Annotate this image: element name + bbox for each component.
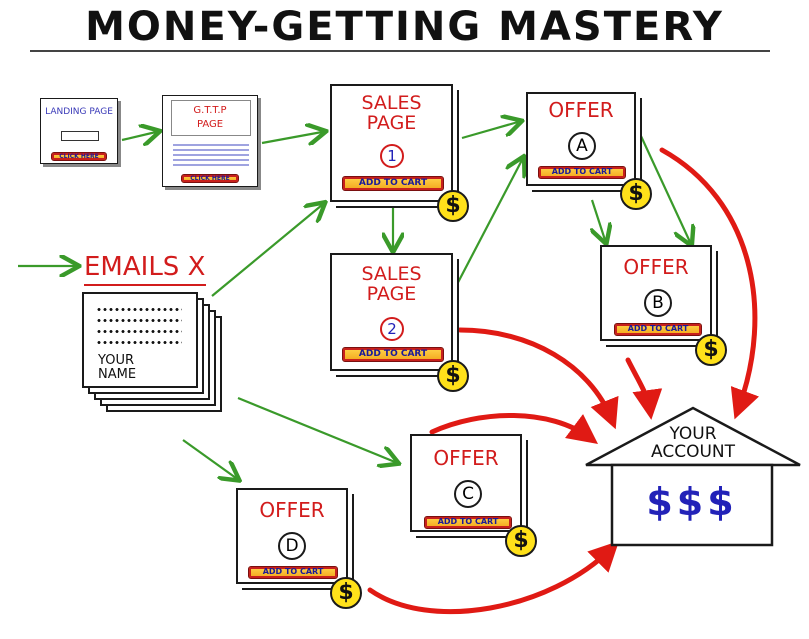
landing-click-here-button[interactable]: CLICK HERE — [51, 152, 107, 161]
offer-c-add-to-cart-button[interactable]: ADD TO CART — [424, 516, 512, 529]
gttp-title-line2: PAGE — [196, 119, 224, 130]
account-label: YOUR ACCOUNT — [620, 424, 766, 462]
offer-b-letter: B — [644, 289, 672, 317]
sales-page-2-card: SALES PAGE 2 ADD TO CART — [330, 253, 453, 371]
gttp-text-lines — [173, 144, 249, 168]
email-text-dots — [96, 304, 182, 348]
account-house — [585, 406, 801, 547]
account-label-line1: YOUR — [669, 424, 717, 444]
offer-a-letter: A — [568, 132, 596, 160]
gttp-title-line1: G.T.T.P — [193, 105, 227, 116]
sales-page-1-coin: $ — [437, 190, 469, 222]
offer-c-letter: C — [454, 480, 482, 508]
sales-page-1-title: SALES PAGE — [332, 92, 451, 134]
gttp-page-card: G.T.T.P PAGE CLICK HERE — [162, 95, 258, 187]
title-underline — [30, 50, 770, 52]
sales-page-1-add-to-cart-button[interactable]: ADD TO CART — [342, 176, 444, 191]
sales-page-2-title-line1: SALES — [361, 263, 422, 285]
emails-label: EMAILS X — [84, 252, 206, 282]
offer-a-coin: $ — [620, 178, 652, 210]
sales-page-2-coin: $ — [437, 360, 469, 392]
arrow-offerA-to-offerB-2 — [627, 107, 690, 242]
email-sheet-front: YOUR NAME — [82, 292, 198, 388]
offer-b-title: OFFER — [623, 255, 689, 279]
arrow-sales1-to-offerA — [461, 122, 518, 140]
offer-c-card: OFFER C ADD TO CART — [410, 434, 522, 532]
email-your-name-line1: YOUR — [98, 353, 135, 368]
arrow-emails-to-offerC — [237, 396, 395, 462]
sales-page-2-number: 2 — [380, 317, 404, 341]
arrow-offerA-to-account — [659, 147, 760, 420]
sales-page-2-add-to-cart-button[interactable]: ADD TO CART — [342, 347, 444, 362]
landing-page-card: LANDING PAGE CLICK HERE — [40, 98, 118, 164]
emails-label-underline — [84, 284, 206, 286]
account-label-line2: ACCOUNT — [651, 441, 735, 462]
landing-input-box — [61, 131, 99, 141]
offer-a-title: OFFER — [548, 98, 614, 122]
account-money: $$$ — [646, 480, 738, 524]
sales-page-1-number: 1 — [380, 144, 404, 168]
offer-b-add-to-cart-button[interactable]: ADD TO CART — [614, 323, 702, 336]
offer-a-card: OFFER A ADD TO CART — [526, 92, 636, 186]
arrow-sales2-to-offerA — [452, 160, 522, 293]
email-stack: YOUR NAME — [82, 292, 222, 412]
landing-page-title: LANDING PAGE — [45, 107, 113, 117]
sales-page-1-title-line1: SALES — [361, 92, 422, 114]
arrow-offerD-to-account — [367, 540, 620, 615]
sales-page-2-title-line2: PAGE — [366, 282, 417, 305]
arrow-offerB-to-account — [625, 357, 663, 420]
offer-d-coin: $ — [330, 577, 362, 609]
arrow-gttp-to-sales1 — [261, 132, 322, 143]
arrow-emails-to-sales1 — [211, 205, 322, 297]
offer-d-letter: D — [278, 532, 306, 560]
gttp-click-here-button[interactable]: CLICK HERE — [181, 174, 239, 183]
offer-b-card: OFFER B ADD TO CART — [600, 245, 712, 341]
offer-d-title: OFFER — [259, 498, 325, 522]
arrow-offerA-to-offerB-1 — [592, 199, 605, 240]
email-your-name-line2: NAME — [98, 367, 137, 383]
offer-a-add-to-cart-button[interactable]: ADD TO CART — [538, 166, 626, 179]
offer-c-coin: $ — [505, 525, 537, 557]
offer-c-title: OFFER — [433, 446, 499, 470]
offer-b-coin: $ — [695, 334, 727, 366]
diagram-title: MONEY-GETTING MASTERY — [85, 4, 724, 50]
offer-d-add-to-cart-button[interactable]: ADD TO CART — [248, 566, 338, 579]
gttp-title-box — [171, 100, 251, 136]
arrow-landing-to-gttp — [121, 132, 156, 140]
arrow-sales2-to-account — [457, 327, 619, 430]
sales-page-1-card: SALES PAGE 1 ADD TO CART — [330, 84, 453, 202]
sales-page-2-title: SALES PAGE — [332, 263, 451, 305]
email-your-name: YOUR NAME — [98, 353, 137, 383]
arrow-emails-to-offerD — [182, 439, 236, 478]
arrow-offerC-to-account — [429, 413, 599, 444]
offer-d-card: OFFER D ADD TO CART — [236, 488, 348, 584]
sales-page-1-title-line2: PAGE — [366, 111, 417, 134]
